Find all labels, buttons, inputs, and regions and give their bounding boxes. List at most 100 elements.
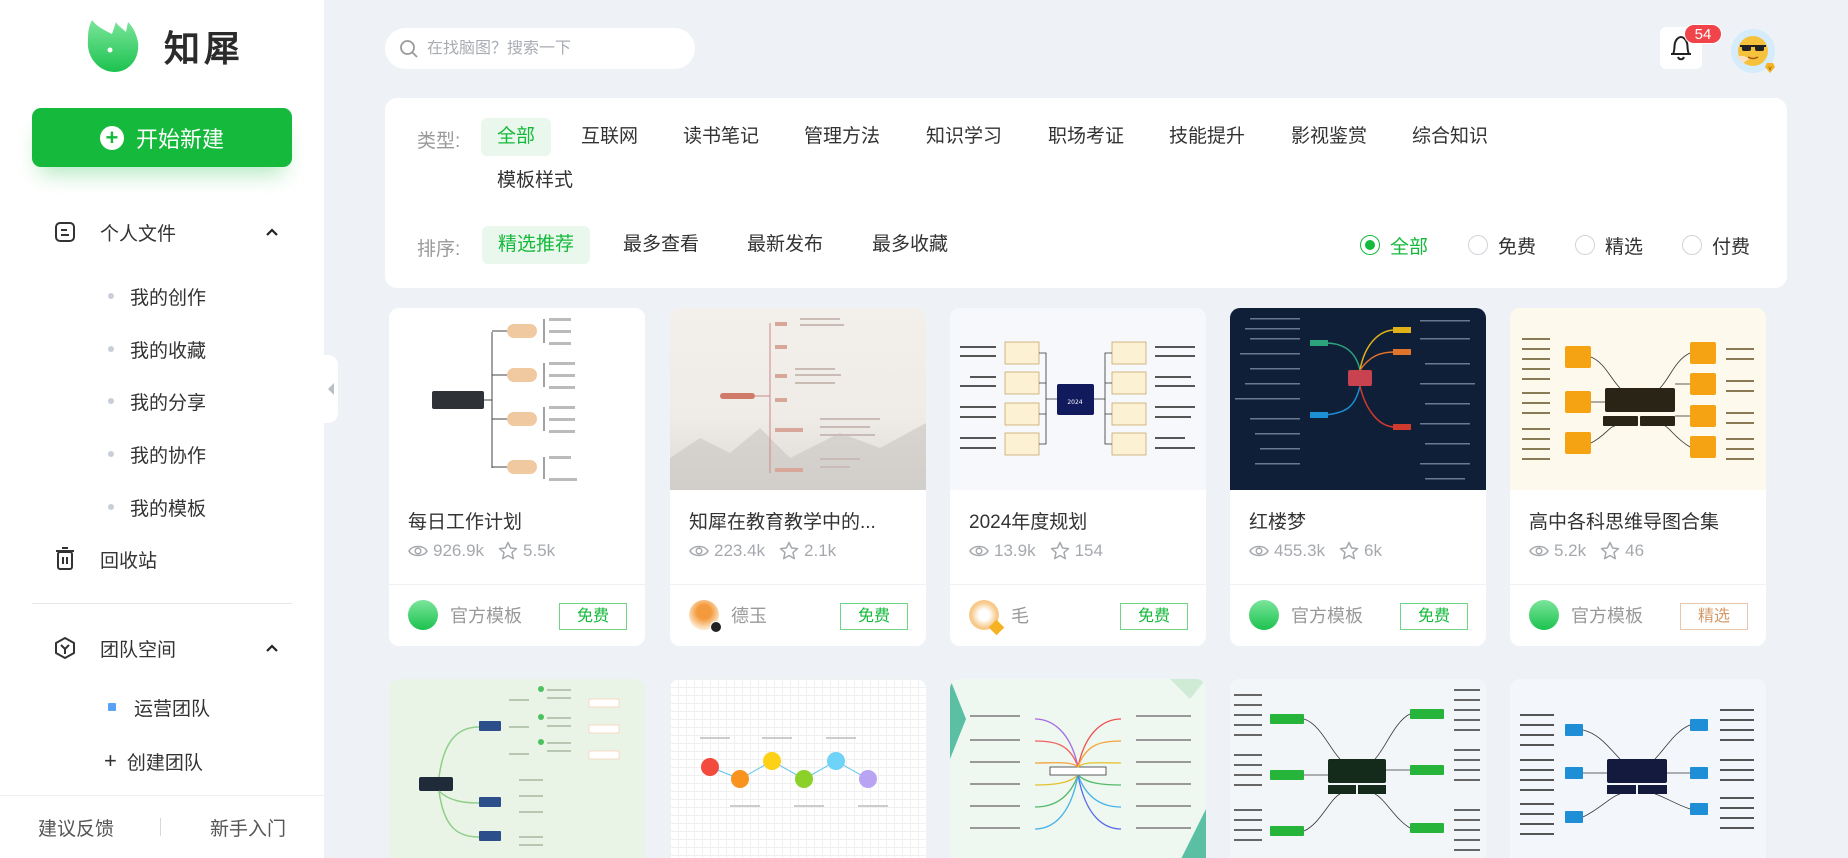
sidebar-item-trash[interactable]: 回收站 xyxy=(52,541,282,577)
type-chip-internet[interactable]: 互联网 xyxy=(581,126,639,147)
type-chip-skills[interactable]: 技能提升 xyxy=(1169,126,1246,147)
trash-icon xyxy=(52,546,78,572)
template-card[interactable] xyxy=(950,679,1206,858)
template-card[interactable] xyxy=(389,679,645,858)
template-author[interactable]: 官方模板 xyxy=(1529,600,1643,630)
star-icon xyxy=(1339,541,1359,560)
template-card[interactable] xyxy=(1510,679,1766,858)
mindmap-preview-icon xyxy=(432,318,577,481)
sidebar-item-my-favorites[interactable]: 我的收藏 xyxy=(108,334,206,364)
eye-icon xyxy=(408,545,428,557)
create-team-label: 创建团队 xyxy=(126,752,203,774)
type-chip-film[interactable]: 影视鉴赏 xyxy=(1291,126,1368,147)
search-box[interactable] xyxy=(385,28,695,69)
brand-logo[interactable]: 知犀 xyxy=(82,18,244,74)
template-card[interactable]: 红楼梦 455.3k 6k 官方模板 免费 xyxy=(1230,308,1486,646)
favorite-count: 2.1k xyxy=(804,541,837,560)
template-author[interactable]: 官方模板 xyxy=(1249,600,1363,630)
price-tag-free: 免费 xyxy=(1400,603,1468,630)
official-avatar-icon xyxy=(1529,600,1559,630)
timeline-preview-icon xyxy=(700,737,888,807)
price-radio-all[interactable]: 全部 xyxy=(1360,232,1428,258)
plus-circle-icon: + xyxy=(99,125,124,150)
type-chip-management[interactable]: 管理方法 xyxy=(804,126,881,147)
author-name: 官方模板 xyxy=(450,606,522,626)
team-color-icon xyxy=(108,703,116,711)
template-thumbnail xyxy=(1230,679,1486,858)
sidebar-group-personal[interactable]: 个人文件 xyxy=(52,214,282,250)
sidebar-item-my-creations[interactable]: 我的创作 xyxy=(108,281,206,311)
star-icon xyxy=(1050,541,1069,560)
template-author[interactable]: 毛 xyxy=(969,600,1029,636)
mindmap-preview-icon xyxy=(1522,338,1754,460)
template-title: 2024年度规划 xyxy=(969,512,1088,533)
sort-chip-most-viewed[interactable]: 最多查看 xyxy=(623,234,700,255)
sidebar-item-label: 我的模板 xyxy=(130,498,207,520)
svg-text:2024: 2024 xyxy=(1067,399,1082,406)
create-team-button[interactable]: +创建团队 xyxy=(104,746,203,776)
chevron-up-icon[interactable] xyxy=(262,640,282,656)
star-icon xyxy=(1600,541,1620,560)
favorite-count: 6k xyxy=(1364,541,1383,560)
radio-unchecked-icon xyxy=(1575,235,1595,255)
feedback-link[interactable]: 建议反馈 xyxy=(38,818,115,840)
template-title: 红楼梦 xyxy=(1249,512,1307,533)
sidebar-item-label: 运营团队 xyxy=(134,698,211,720)
template-title: 高中各科思维导图合集 xyxy=(1529,512,1720,533)
sidebar-group-team[interactable]: 团队空间 xyxy=(52,630,282,666)
search-input[interactable] xyxy=(427,39,677,58)
radio-unchecked-icon xyxy=(1468,235,1488,255)
sidebar-group-label: 团队空间 xyxy=(100,639,177,661)
search-icon xyxy=(400,39,418,58)
star-icon xyxy=(498,541,518,560)
template-card[interactable]: 2024 2024年度规划 13.9k 154 毛 免费 xyxy=(950,308,1206,646)
sort-chip-most-favorited[interactable]: 最多收藏 xyxy=(872,234,949,255)
notification-count-badge: 54 xyxy=(1684,24,1722,44)
template-author[interactable]: 官方模板 xyxy=(408,600,522,630)
template-card[interactable] xyxy=(1230,679,1486,858)
template-thumbnail xyxy=(1510,308,1766,490)
eye-icon xyxy=(689,545,709,557)
price-radio-paid[interactable]: 付费 xyxy=(1682,232,1750,258)
template-card[interactable] xyxy=(670,679,926,858)
sidebar-collapse-toggle[interactable] xyxy=(324,355,338,423)
sidebar-item-my-shares[interactable]: 我的分享 xyxy=(108,386,206,416)
svg-text:v: v xyxy=(1768,65,1772,72)
getting-started-link[interactable]: 新手入门 xyxy=(210,818,287,840)
type-chip-learning[interactable]: 知识学习 xyxy=(926,126,1003,147)
type-chip-general[interactable]: 综合知识 xyxy=(1412,126,1489,147)
type-chip-certification[interactable]: 职场考证 xyxy=(1048,126,1125,147)
template-thumbnail xyxy=(950,679,1206,858)
chevron-up-icon[interactable] xyxy=(262,224,282,240)
sidebar-item-label: 我的创作 xyxy=(130,287,207,309)
favorite-count: 154 xyxy=(1074,541,1103,560)
template-card[interactable]: 高中各科思维导图合集 5.2k 46 官方模板 精选 xyxy=(1510,308,1766,646)
sidebar-item-team-operations[interactable]: 运营团队 xyxy=(108,692,210,722)
eye-icon xyxy=(969,545,989,557)
sidebar-item-my-collaborations[interactable]: 我的协作 xyxy=(108,439,206,469)
price-tag-free: 免费 xyxy=(559,603,627,630)
sort-label: 排序: xyxy=(417,239,461,260)
bullet-icon xyxy=(108,451,114,457)
sort-chip-newest[interactable]: 最新发布 xyxy=(747,234,824,255)
create-new-button[interactable]: + 开始新建 xyxy=(32,108,292,167)
sidebar-item-my-templates[interactable]: 我的模板 xyxy=(108,492,206,522)
type-chip-template-styles[interactable]: 模板样式 xyxy=(497,170,574,191)
user-avatar-icon xyxy=(689,600,722,633)
price-radio-featured[interactable]: 精选 xyxy=(1575,232,1643,258)
type-chip-reading-notes[interactable]: 读书笔记 xyxy=(683,126,760,147)
create-new-label: 开始新建 xyxy=(135,126,224,152)
price-radio-free[interactable]: 免费 xyxy=(1468,232,1536,258)
template-author[interactable]: 德玉 xyxy=(689,600,767,633)
sort-chip-featured[interactable]: 精选推荐 xyxy=(482,226,591,264)
template-card[interactable]: 每日工作计划 926.9k 5.5k 官方模板 免费 xyxy=(389,308,645,646)
avatar-emoji-icon: v xyxy=(1737,36,1775,73)
template-card[interactable]: 知犀在教育教学中的... 223.4k 2.1k 德玉 免费 xyxy=(670,308,926,646)
sidebar-divider xyxy=(32,603,292,604)
sidebar-item-label: 回收站 xyxy=(100,550,158,572)
document-icon xyxy=(52,219,78,245)
team-space-icon xyxy=(52,635,78,661)
user-avatar[interactable]: v xyxy=(1731,29,1775,73)
type-chip-all[interactable]: 全部 xyxy=(481,118,552,156)
view-count: 13.9k xyxy=(994,541,1036,560)
